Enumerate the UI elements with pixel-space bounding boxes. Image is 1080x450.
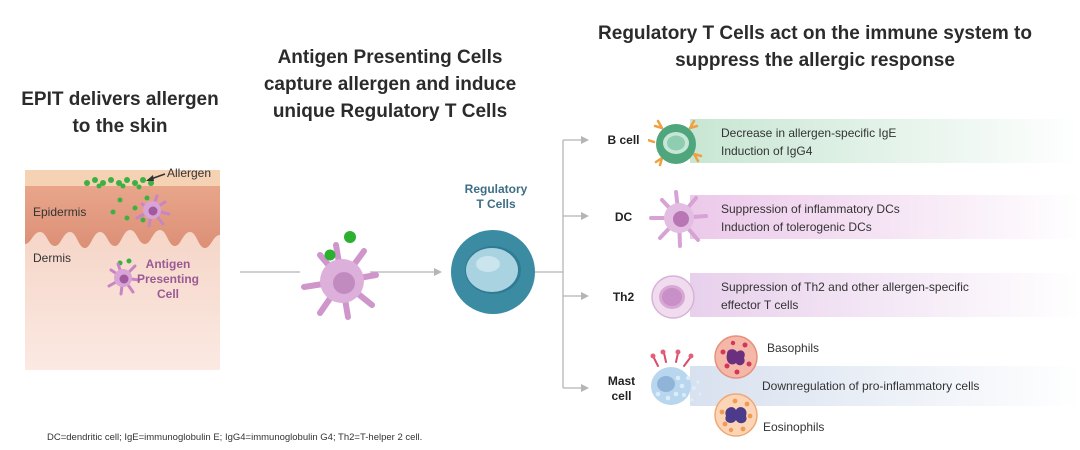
apc-cell-large [301,231,379,320]
apc-label-line2: Presenting [136,272,199,286]
panel2-title: Antigen Presenting Cells capture allerge… [235,44,545,125]
dc-band [690,195,1080,239]
bcell-effects: Decrease in allergen-specific IgE Induct… [721,124,896,160]
dermis-apc-cell [107,262,141,296]
th2-band [690,273,1080,317]
panel1-title: EPIT delivers allergen to the skin [0,86,240,140]
bcell-band [690,119,1080,163]
panel1-title-line2: to the skin [72,116,168,137]
row-label-bcell: B cell [607,133,640,147]
mast-band [690,366,1080,406]
dermis-label: Dermis [33,251,71,265]
row-label-mast-line2: cell [611,389,632,403]
th2-effect-2: effector T cells [721,298,799,312]
panel1-title-line1: EPIT delivers allergen [21,89,219,110]
allergen-dots-surface [84,177,154,190]
epidermis-apc-cell [135,194,171,228]
bcell-effect-1: Decrease in allergen-specific IgE [721,126,897,140]
panel3-title-line2: suppress the allergic response [675,50,955,71]
row-label-dc: DC [614,210,633,224]
treg-cell [451,230,535,314]
treg-label-line1: Regulatory [464,182,528,196]
basophil-icon [714,335,758,379]
allergen-label: Allergen [167,166,212,180]
skin-illustration [25,170,220,370]
treg-label-line2: T Cells [476,197,516,211]
epidermis-label: Epidermis [33,205,87,219]
apc-label-line1: Antigen [145,257,191,271]
stratum-corneum [25,170,220,186]
eosinophils-label: Eosinophils [763,420,825,434]
panel2-title-line1: Antigen Presenting Cells [277,47,503,68]
panel2-title-line2: capture allergen and induce [263,74,517,95]
bcell-effect-2: Induction of IgG4 [721,144,813,158]
panel2-title-line3: unique Regulatory T Cells [272,101,508,122]
apc-label: Antigen Presenting Cell [136,257,200,302]
allergen-dot-2 [324,249,336,261]
mast-cell-icon [650,349,702,405]
treg-label: Regulatory T Cells [446,182,546,212]
dc-effects: Suppression of inflammatory DCs Inductio… [721,200,900,236]
panel3-title-line1: Regulatory T Cells act on the immune sys… [598,23,1032,44]
apc-label-line3: Cell [156,287,179,301]
footnote: DC=dendritic cell; IgE=immunoglobulin E;… [47,432,423,443]
dc-effect-1: Suppression of inflammatory DCs [721,202,900,216]
dc-effect-2: Induction of tolerogenic DCs [721,220,872,234]
basophils-label: Basophils [767,341,820,355]
row-label-th2: Th2 [612,290,635,304]
row-label-mast: Mast cell [594,374,649,404]
dc-icon [649,190,708,248]
th2-icon [651,275,695,319]
allergen-dot-1 [344,231,356,243]
th2-effects: Suppression of Th2 and other allergen-sp… [721,278,969,314]
panel3-title: Regulatory T Cells act on the immune sys… [545,20,1080,74]
bcell-icon [648,119,703,167]
row-label-mast-line1: Mast [607,374,636,388]
th2-effect-1: Suppression of Th2 and other allergen-sp… [721,280,969,294]
eosinophil-icon [714,393,758,437]
mast-effect: Downregulation of pro-inflammatory cells [762,379,980,393]
epidermis-layer [25,182,220,248]
